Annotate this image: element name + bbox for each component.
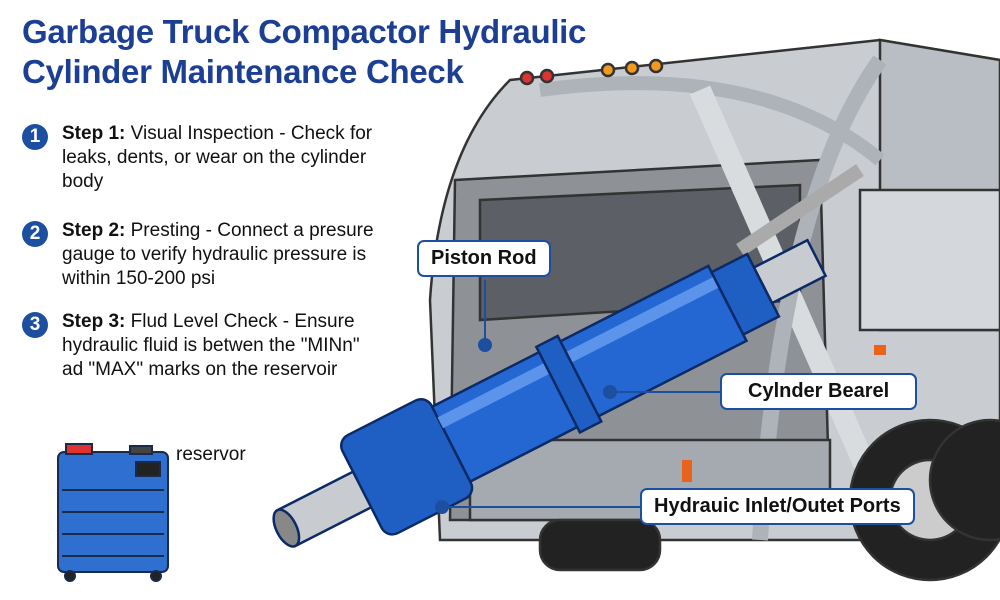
title-line-2: Cylinder Maintenance Check xyxy=(22,53,464,90)
title-line-1: Garbage Truck Compactor Hydraulic xyxy=(22,13,587,50)
step-text: Flud Level Check - Ensure hydraulic flui… xyxy=(62,311,360,380)
step-text: Presting - Connect a presure gauge to ve… xyxy=(62,220,374,289)
callout-piston-rod: Piston Rod xyxy=(417,240,551,277)
hydraulic-cylinder xyxy=(272,164,864,548)
callout-ports: Hydrauic Inlet/Outet Ports xyxy=(640,488,915,525)
step-3: 3 Step 3: Flud Level Check - Ensure hydr… xyxy=(22,310,377,382)
callout-cylinder-barrel: Cylnder Bearel xyxy=(720,373,918,410)
step-1: 1 Step 1: Visual Inspection - Check for … xyxy=(22,122,412,194)
step-number-badge: 3 xyxy=(22,312,48,338)
step-number-badge: 2 xyxy=(22,221,48,247)
step-heading: Step 3: xyxy=(62,311,126,332)
page-title: Garbage Truck Compactor Hydraulic Cylind… xyxy=(22,12,586,92)
step-2: 2 Step 2: Presting - Connect a presure g… xyxy=(22,219,412,291)
reservoir-icon xyxy=(57,443,169,582)
callout-leaders xyxy=(435,280,720,514)
reservoir-label: reservor xyxy=(176,444,246,465)
step-heading: Step 1: xyxy=(62,123,126,144)
step-heading: Step 2: xyxy=(62,220,126,241)
step-number-badge: 1 xyxy=(22,124,48,150)
step-text: Visual Inspection - Check for leaks, den… xyxy=(62,123,373,192)
